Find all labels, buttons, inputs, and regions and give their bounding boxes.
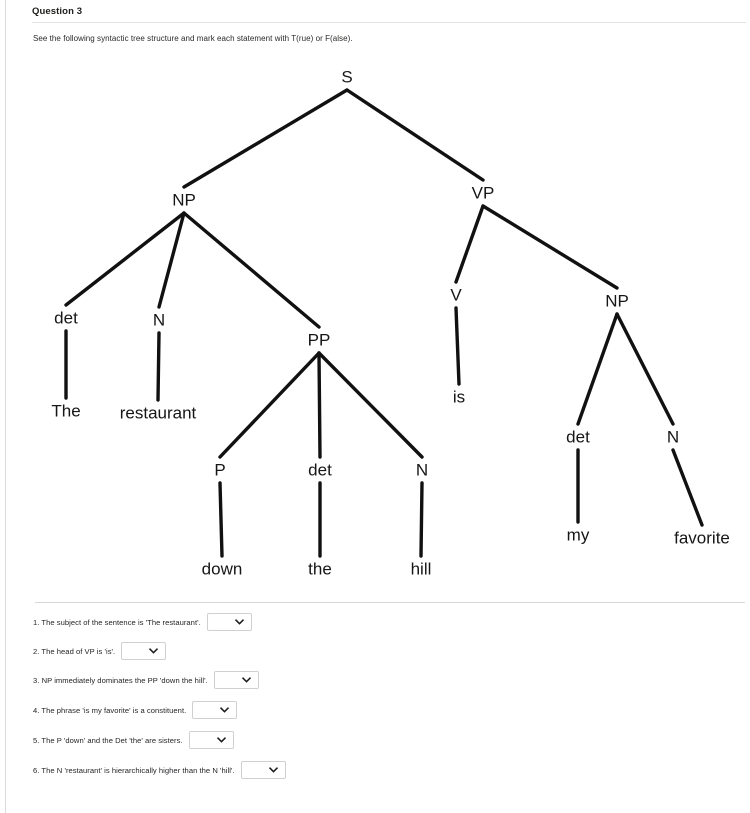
answer-select-6[interactable] bbox=[240, 761, 286, 779]
statement-text: 6. The N 'restaurant' is hierarchically … bbox=[33, 765, 235, 775]
answer-select-5[interactable] bbox=[188, 731, 234, 749]
tree-edge-p-to-down bbox=[218, 481, 224, 558]
tree-edge-pp-to-n2 bbox=[317, 351, 424, 459]
tree-node-my: my bbox=[566, 525, 590, 545]
statements-divider bbox=[35, 602, 745, 603]
tree-node-the: the bbox=[308, 559, 332, 579]
tree-node-favorite: favorite bbox=[674, 528, 730, 548]
tree-node-restaurant: restaurant bbox=[119, 403, 197, 423]
tree-edge-s-to-np1 bbox=[182, 88, 349, 189]
tree-node-np1: NP bbox=[172, 190, 196, 210]
question-prompt: See the following syntactic tree structu… bbox=[33, 34, 353, 43]
tree-edge-v-to-is bbox=[454, 306, 461, 386]
tree-node-v: V bbox=[450, 285, 462, 305]
header-divider bbox=[32, 22, 746, 23]
tree-edge-s-to-vp bbox=[345, 88, 485, 182]
tree-edge-pp-to-det2 bbox=[317, 351, 322, 459]
tree-edge-n3-to-favorite bbox=[671, 448, 704, 527]
answer-select-3[interactable] bbox=[213, 671, 259, 689]
tree-edge-np2-to-n3 bbox=[615, 312, 675, 426]
tree-node-np2: NP bbox=[605, 291, 629, 311]
tree-edge-n1-to-restaurant bbox=[156, 331, 161, 402]
tree-edge-np1-to-det1 bbox=[64, 211, 186, 307]
tree-node-down: down bbox=[201, 559, 243, 579]
answer-select-4[interactable] bbox=[192, 701, 238, 719]
tree-node-det3: det bbox=[566, 427, 590, 447]
tree-node-s: S bbox=[341, 67, 353, 87]
syntax-tree-edges bbox=[64, 88, 704, 558]
tree-node-is: is bbox=[452, 387, 466, 407]
page-title: Question 3 bbox=[32, 6, 83, 17]
statement-row: 4. The phrase 'is my favorite' is a cons… bbox=[33, 700, 238, 720]
tree-node-n1: N bbox=[152, 310, 166, 330]
tree-edge-np1-to-n1 bbox=[157, 211, 186, 309]
statement-text: 3. NP immediately dominates the PP 'down… bbox=[33, 675, 208, 685]
statement-row: 5. The P 'down' and the Det 'the' are si… bbox=[33, 730, 234, 750]
statement-row: 6. The N 'restaurant' is hierarchically … bbox=[33, 760, 286, 780]
answer-select-1[interactable] bbox=[206, 613, 252, 631]
tree-edge-np1-to-pp bbox=[182, 211, 321, 329]
statement-row: 1. The subject of the sentence is 'The r… bbox=[33, 612, 252, 632]
tree-node-the: The bbox=[51, 401, 81, 421]
statement-row: 2. The head of VP is 'is'. bbox=[33, 641, 167, 661]
tree-node-det1: det bbox=[54, 308, 78, 328]
tree-edge-vp-to-np2 bbox=[481, 204, 619, 290]
tree-node-n2: N bbox=[415, 460, 429, 480]
tree-node-n3: N bbox=[666, 427, 680, 447]
page-left-rule bbox=[5, 0, 6, 813]
tree-node-p: P bbox=[214, 460, 226, 480]
tree-edge-n2-to-hill bbox=[419, 481, 424, 558]
answer-select-2[interactable] bbox=[121, 642, 167, 660]
tree-edge-pp-to-p bbox=[218, 351, 321, 459]
tree-edge-np2-to-det3 bbox=[576, 312, 619, 426]
statement-text: 4. The phrase 'is my favorite' is a cons… bbox=[33, 705, 187, 715]
statement-text: 2. The head of VP is 'is'. bbox=[33, 646, 116, 656]
tree-node-pp: PP bbox=[307, 330, 331, 350]
tree-node-det2: det bbox=[308, 460, 332, 480]
tree-node-hill: hill bbox=[410, 559, 432, 579]
statement-row: 3. NP immediately dominates the PP 'down… bbox=[33, 670, 259, 690]
tree-node-vp: VP bbox=[471, 183, 495, 203]
statement-text: 5. The P 'down' and the Det 'the' are si… bbox=[33, 735, 183, 745]
tree-edge-vp-to-v bbox=[454, 204, 485, 284]
statement-text: 1. The subject of the sentence is 'The r… bbox=[33, 617, 201, 627]
